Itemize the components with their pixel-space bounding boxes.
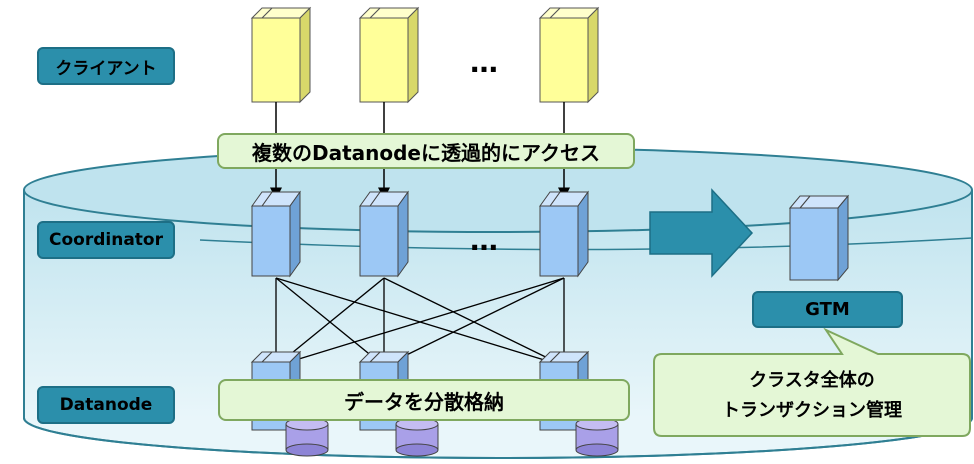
client-connector-lines <box>275 102 565 136</box>
gtm-label: GTM <box>752 291 903 328</box>
callout-text-line2: トランザクション管理 <box>722 400 902 421</box>
coordinator-ellipsis: … <box>470 223 500 257</box>
coordinator-layer-line <box>199 237 973 251</box>
client-cube <box>358 6 420 104</box>
transparent-access-box: 複数のDatanodeに透過的にアクセス <box>217 133 635 169</box>
coordinator-cube <box>359 190 409 278</box>
client-cube <box>250 6 312 104</box>
callout-bubble <box>653 327 971 437</box>
distributed-storage-box: データを分散格納 <box>218 379 630 421</box>
datanode-layer-label: Datanode <box>37 386 175 424</box>
coordinator-cube <box>251 190 301 278</box>
gtm-cube <box>788 194 850 282</box>
callout-text-line1: クラスタ全体の <box>749 370 875 391</box>
coordinator-cube <box>539 190 589 278</box>
coordinator-layer-label: Coordinator <box>37 221 175 259</box>
storage-cylinder <box>285 417 329 457</box>
storage-cylinder <box>395 417 439 457</box>
client-ellipsis: … <box>470 45 500 79</box>
coordinator-datanode-arrows <box>270 277 570 369</box>
client-layer-label: クライアント <box>37 47 175 85</box>
storage-cylinder <box>575 417 619 457</box>
client-cube <box>538 6 600 104</box>
gtm-block-arrow <box>649 188 754 278</box>
